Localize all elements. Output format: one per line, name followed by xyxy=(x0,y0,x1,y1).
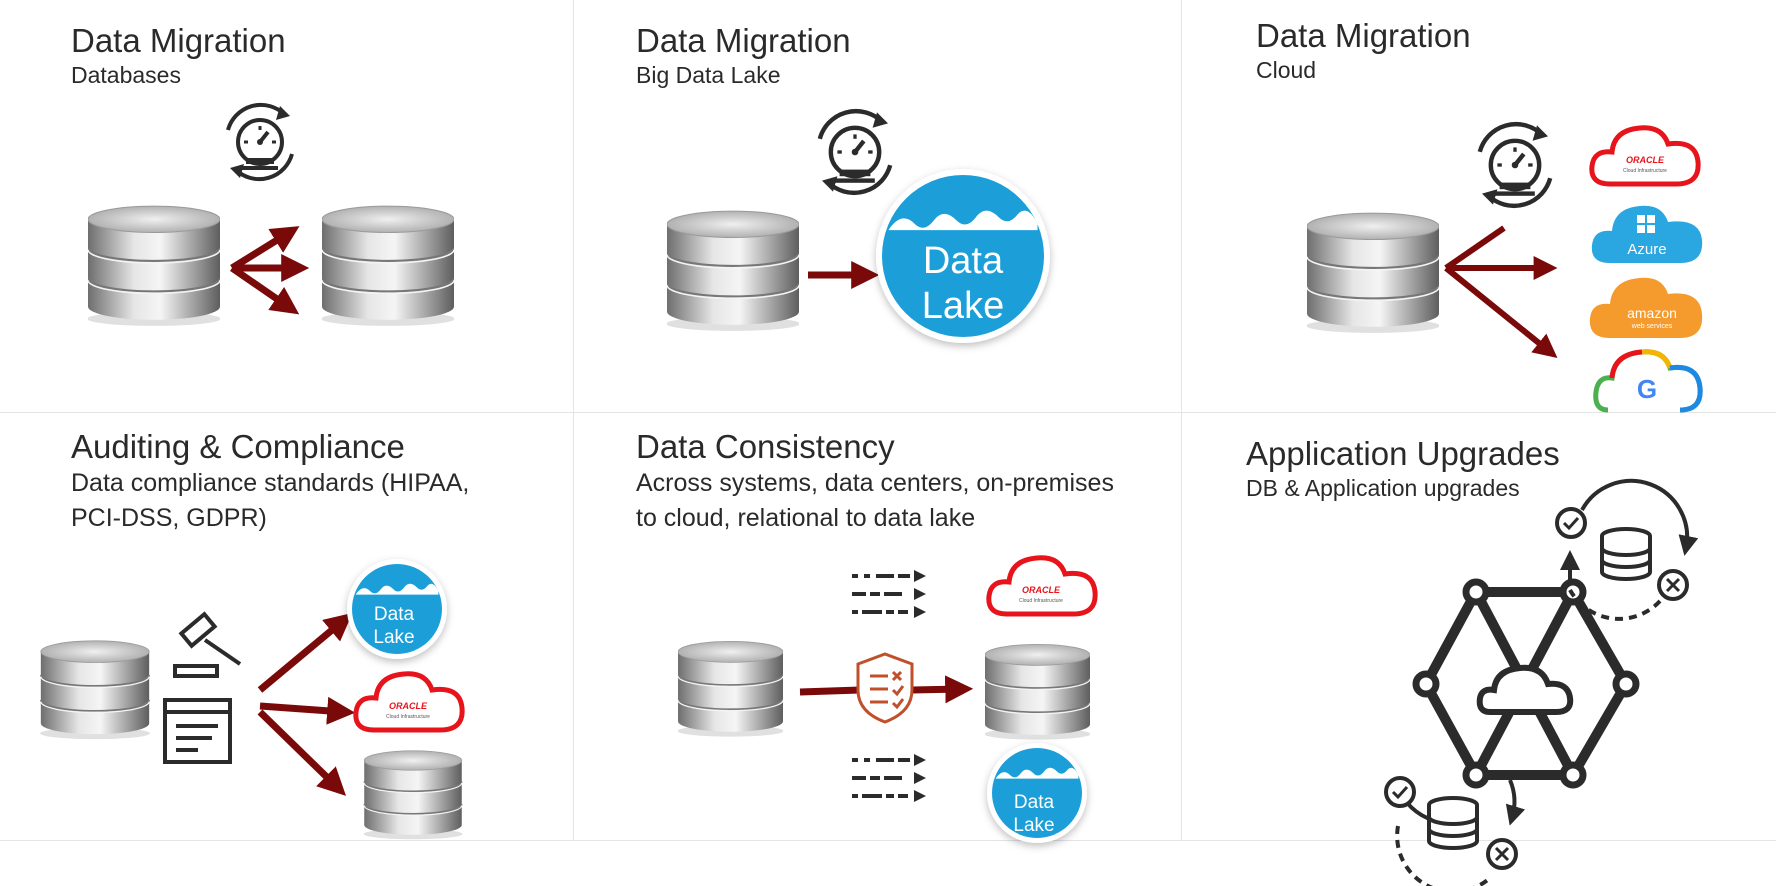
panel-title: Application Upgrades xyxy=(1246,435,1560,472)
data-lake-label-line2: Lake xyxy=(373,627,414,648)
db-upgrade-icon xyxy=(1384,776,1526,886)
data-lake-icon xyxy=(347,559,447,659)
panel-consistency-header: Data Consistency Across systems, data ce… xyxy=(636,428,1116,536)
svg-text:ORACLE: ORACLE xyxy=(389,701,428,711)
panel-subtitle: Databases xyxy=(71,62,181,88)
divider-vertical-2 xyxy=(1181,0,1182,840)
svg-text:Cloud Infrastructure: Cloud Infrastructure xyxy=(1019,598,1063,604)
database-icon xyxy=(362,750,464,840)
fan-out-arrow-icon xyxy=(257,612,356,796)
panel-auditing-header: Auditing & Compliance Data compliance st… xyxy=(71,428,471,536)
bidirectional-arrow-icon xyxy=(230,226,310,315)
divider-vertical-1 xyxy=(573,0,574,840)
fan-out-arrow-icon xyxy=(1444,225,1558,359)
database-icon xyxy=(985,643,1090,741)
svg-text:amazon: amazon xyxy=(1627,305,1677,321)
data-lake-label-line1: Data xyxy=(374,604,415,625)
svg-text:Cloud Infrastructure: Cloud Infrastructure xyxy=(386,714,430,720)
panel-subtitle: Cloud xyxy=(1256,57,1317,83)
database-icon xyxy=(678,640,783,738)
panel-title: Data Consistency xyxy=(636,428,895,465)
data-lake-icon xyxy=(987,743,1087,843)
panel-subtitle: DB & Application upgrades xyxy=(1246,475,1520,501)
gavel-icon xyxy=(173,611,242,678)
panel-title: Auditing & Compliance xyxy=(71,428,405,465)
panel-title: Data Migration xyxy=(71,22,286,59)
panel-subtitle: Across systems, data centers, on-premise… xyxy=(636,469,1114,532)
panel-title: Data Migration xyxy=(636,22,851,59)
divider-horizontal-2 xyxy=(0,840,1776,841)
panel-databases-header: Data Migration Databases xyxy=(71,22,551,91)
arrow-right-icon xyxy=(911,675,974,704)
azure-cloud-icon: Azure xyxy=(1591,205,1703,263)
database-icon xyxy=(322,205,454,327)
oracle-cloud-icon: ORACLE Cloud Infrastructure xyxy=(353,671,465,733)
data-lake-icon xyxy=(876,169,1050,343)
database-icon xyxy=(40,640,150,740)
svg-text:G: G xyxy=(1637,374,1657,404)
speedometer-sync-icon xyxy=(210,92,310,192)
data-stream-icon xyxy=(852,570,926,802)
svg-text:Cloud Infrastructure: Cloud Infrastructure xyxy=(1623,168,1667,174)
compliance-shield-icon xyxy=(856,652,914,724)
speedometer-sync-icon xyxy=(1462,112,1568,218)
svg-text:ORACLE: ORACLE xyxy=(1626,155,1665,165)
panel-app-upgrades-header: Application Upgrades DB & Application up… xyxy=(1246,435,1646,504)
data-lake-label-line1: Data xyxy=(923,240,1004,282)
svg-text:Azure: Azure xyxy=(1627,241,1666,258)
oracle-cloud-icon: ORACLE Cloud Infrastructure xyxy=(986,555,1098,617)
svg-text:web services: web services xyxy=(1631,323,1673,330)
speedometer-sync-icon xyxy=(802,99,908,205)
database-icon xyxy=(667,210,799,332)
panel-big-data-lake-header: Data Migration Big Data Lake xyxy=(636,22,1116,91)
data-lake-label-line2: Lake xyxy=(1013,815,1054,836)
panel-cloud-header: Data Migration Cloud xyxy=(1256,17,1736,86)
panel-subtitle: Big Data Lake xyxy=(636,62,781,88)
arrow-right-icon xyxy=(799,686,861,696)
database-icon xyxy=(1307,212,1439,334)
divider-horizontal-1 xyxy=(0,412,1776,413)
db-upgrade-icon xyxy=(1555,478,1699,621)
cloud-icon xyxy=(1476,664,1574,715)
data-lake-label-line1: Data xyxy=(1014,792,1055,813)
database-icon xyxy=(88,205,220,327)
data-lake-label-line2: Lake xyxy=(922,285,1004,327)
panel-title: Data Migration xyxy=(1256,17,1471,54)
aws-cloud-icon: amazon web services xyxy=(1589,277,1703,338)
document-icon xyxy=(163,698,232,764)
svg-text:ORACLE: ORACLE xyxy=(1022,585,1061,595)
panel-subtitle: Data compliance standards (HIPAA, PCI-DS… xyxy=(71,469,470,532)
google-cloud-icon: G xyxy=(1593,349,1703,413)
oracle-cloud-icon: ORACLE Cloud Infrastructure xyxy=(1589,125,1701,187)
